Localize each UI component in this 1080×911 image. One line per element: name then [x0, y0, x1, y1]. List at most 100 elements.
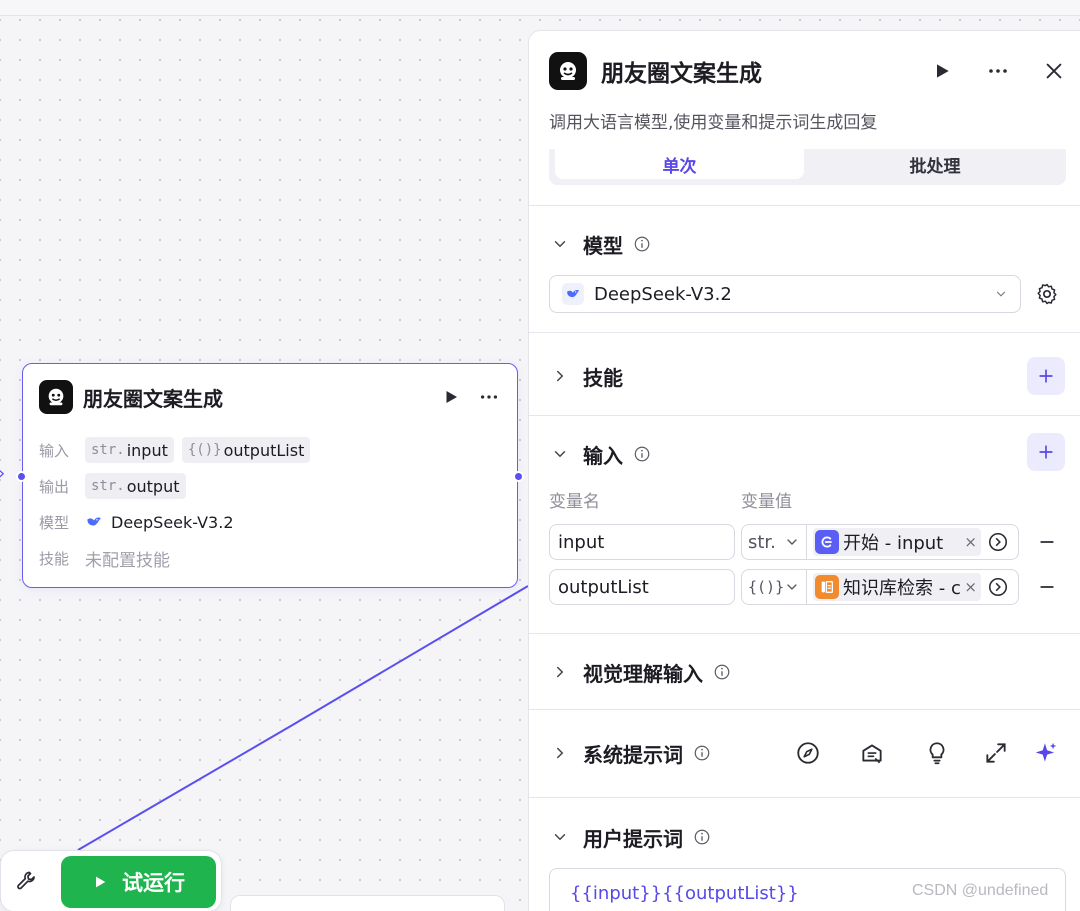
- node-config-panel: 朋友圈文案生成 调用大语言模型,使用变量和提示词生成回复 单次 批处理 模型 D…: [528, 30, 1080, 911]
- skills-section-header[interactable]: 技能: [551, 361, 623, 391]
- library-icon[interactable]: [859, 740, 885, 766]
- gear-icon[interactable]: [1035, 282, 1059, 306]
- model-select-value: DeepSeek-V3.2: [594, 283, 732, 305]
- play-icon[interactable]: [439, 385, 463, 409]
- reference-chip: 开始 - input ×: [813, 528, 981, 556]
- variable-reference-field[interactable]: 开始 - input ×: [807, 524, 1019, 560]
- tag-name: outputList: [223, 440, 305, 460]
- vision-section-header[interactable]: 视觉理解输入: [551, 657, 731, 687]
- node-model-value: DeepSeek-V3.2: [111, 512, 234, 532]
- test-run-button[interactable]: 试运行: [61, 856, 216, 908]
- compass-icon[interactable]: [795, 740, 821, 766]
- variable-name-input[interactable]: input: [549, 524, 735, 560]
- skills-section-title: 技能: [583, 365, 623, 390]
- user-prompt-editor[interactable]: {{input}}{{outputList}}: [549, 868, 1066, 911]
- type-prefix: str.: [91, 442, 125, 458]
- chevron-down-icon: [554, 834, 566, 841]
- chevron-down-icon: [554, 451, 566, 458]
- add-skill-button[interactable]: [1027, 357, 1065, 395]
- node-title: 朋友圈文案生成: [83, 386, 223, 411]
- top-bar: [0, 0, 1080, 16]
- user-prompt-section-title: 用户提示词: [583, 826, 683, 851]
- start-icon: [815, 530, 839, 554]
- ai-sparkle-icon[interactable]: [1033, 740, 1059, 766]
- node-header: 朋友圈文案生成: [39, 380, 501, 414]
- wrench-icon[interactable]: [15, 869, 41, 895]
- remove-variable-icon[interactable]: [1037, 532, 1057, 552]
- tab-batch[interactable]: 批处理: [909, 156, 961, 177]
- info-icon[interactable]: [693, 744, 711, 762]
- llm-node-card[interactable]: 朋友圈文案生成 输入 str.input {()}outputList 输出 s…: [16, 363, 524, 588]
- variable-type-select[interactable]: {()}: [741, 569, 807, 605]
- panel-header: 朋友圈文案生成: [549, 51, 1069, 91]
- bottom-panel-edge: [230, 895, 505, 911]
- vision-section-title: 视觉理解输入: [583, 661, 703, 686]
- variable-name-input[interactable]: outputList: [549, 569, 735, 605]
- deepseek-icon: [562, 283, 584, 305]
- lightbulb-icon[interactable]: [924, 740, 950, 766]
- model-select[interactable]: DeepSeek-V3.2: [549, 275, 1021, 313]
- watermark: CSDN @undefined: [912, 882, 1049, 899]
- node-input-tag: {()}outputList: [181, 437, 311, 463]
- expand-icon[interactable]: [983, 740, 1009, 766]
- node-model-label: 模型: [39, 513, 70, 532]
- node-skills-label: 技能: [39, 549, 70, 568]
- remove-variable-icon[interactable]: [1037, 577, 1057, 597]
- output-port[interactable]: [513, 471, 524, 482]
- input-section-header[interactable]: 输入: [551, 439, 651, 469]
- info-icon[interactable]: [713, 663, 731, 681]
- test-run-label: 试运行: [122, 871, 185, 895]
- input-section-title: 输入: [583, 443, 623, 468]
- deepseek-icon: [85, 513, 103, 531]
- node-skills-value: 未配置技能: [85, 550, 170, 571]
- plus-icon: [1039, 445, 1053, 459]
- clear-reference-icon[interactable]: ×: [964, 533, 977, 551]
- system-prompt-section-header[interactable]: 系统提示词: [551, 738, 711, 768]
- clear-reference-icon[interactable]: ×: [964, 578, 977, 596]
- type-prefix: str.: [91, 478, 125, 494]
- variable-name-column-label: 变量名: [549, 492, 600, 512]
- tab-single[interactable]: 单次: [555, 149, 804, 179]
- incoming-arrow-icon: ›: [0, 463, 5, 484]
- close-icon[interactable]: [1039, 56, 1069, 86]
- reference-label: 知识库检索 - c: [843, 578, 961, 599]
- canvas-toolbar: 试运行: [0, 850, 222, 911]
- section-divider: [529, 415, 1080, 416]
- run-node-icon[interactable]: [927, 56, 957, 86]
- variable-picker-icon[interactable]: [987, 531, 1009, 553]
- more-icon[interactable]: [477, 385, 501, 409]
- variable-type-value: str.: [748, 531, 776, 553]
- input-port[interactable]: [16, 471, 27, 482]
- variable-type-value: {()}: [748, 578, 785, 596]
- info-icon[interactable]: [633, 445, 651, 463]
- section-divider: [529, 332, 1080, 333]
- node-input-label: 输入: [39, 441, 70, 460]
- model-section-header[interactable]: 模型: [551, 229, 651, 259]
- variable-picker-icon[interactable]: [987, 576, 1009, 598]
- chevron-down-icon: [787, 539, 797, 545]
- knowledge-icon: [815, 575, 839, 599]
- node-inputs-row: 输入 str.input {()}outputList: [39, 437, 318, 463]
- info-icon[interactable]: [633, 235, 651, 253]
- play-icon: [96, 876, 106, 888]
- variable-reference-field[interactable]: 知识库检索 - c ×: [807, 569, 1019, 605]
- node-skills-row: 技能 未配置技能: [39, 545, 170, 571]
- variable-type-select[interactable]: str.: [741, 524, 807, 560]
- panel-description: 调用大语言模型,使用变量和提示词生成回复: [549, 113, 878, 133]
- chevron-right-icon: [557, 370, 564, 382]
- section-divider: [529, 709, 1080, 710]
- more-icon[interactable]: [983, 56, 1013, 86]
- tag-name: output: [126, 476, 180, 496]
- type-prefix: {()}: [187, 442, 222, 458]
- user-prompt-section-header[interactable]: 用户提示词: [551, 822, 711, 852]
- section-divider: [529, 797, 1080, 798]
- variable-value-column-label: 变量值: [741, 492, 792, 512]
- section-divider: [529, 205, 1080, 206]
- add-input-button[interactable]: [1027, 433, 1065, 471]
- panel-title[interactable]: 朋友圈文案生成: [601, 61, 762, 87]
- reference-chip: 知识库检索 - c ×: [813, 573, 981, 601]
- node-model-row: 模型 DeepSeek-V3.2: [39, 509, 234, 535]
- node-output-label: 输出: [39, 477, 70, 496]
- info-icon[interactable]: [693, 828, 711, 846]
- tag-name: input: [126, 440, 168, 460]
